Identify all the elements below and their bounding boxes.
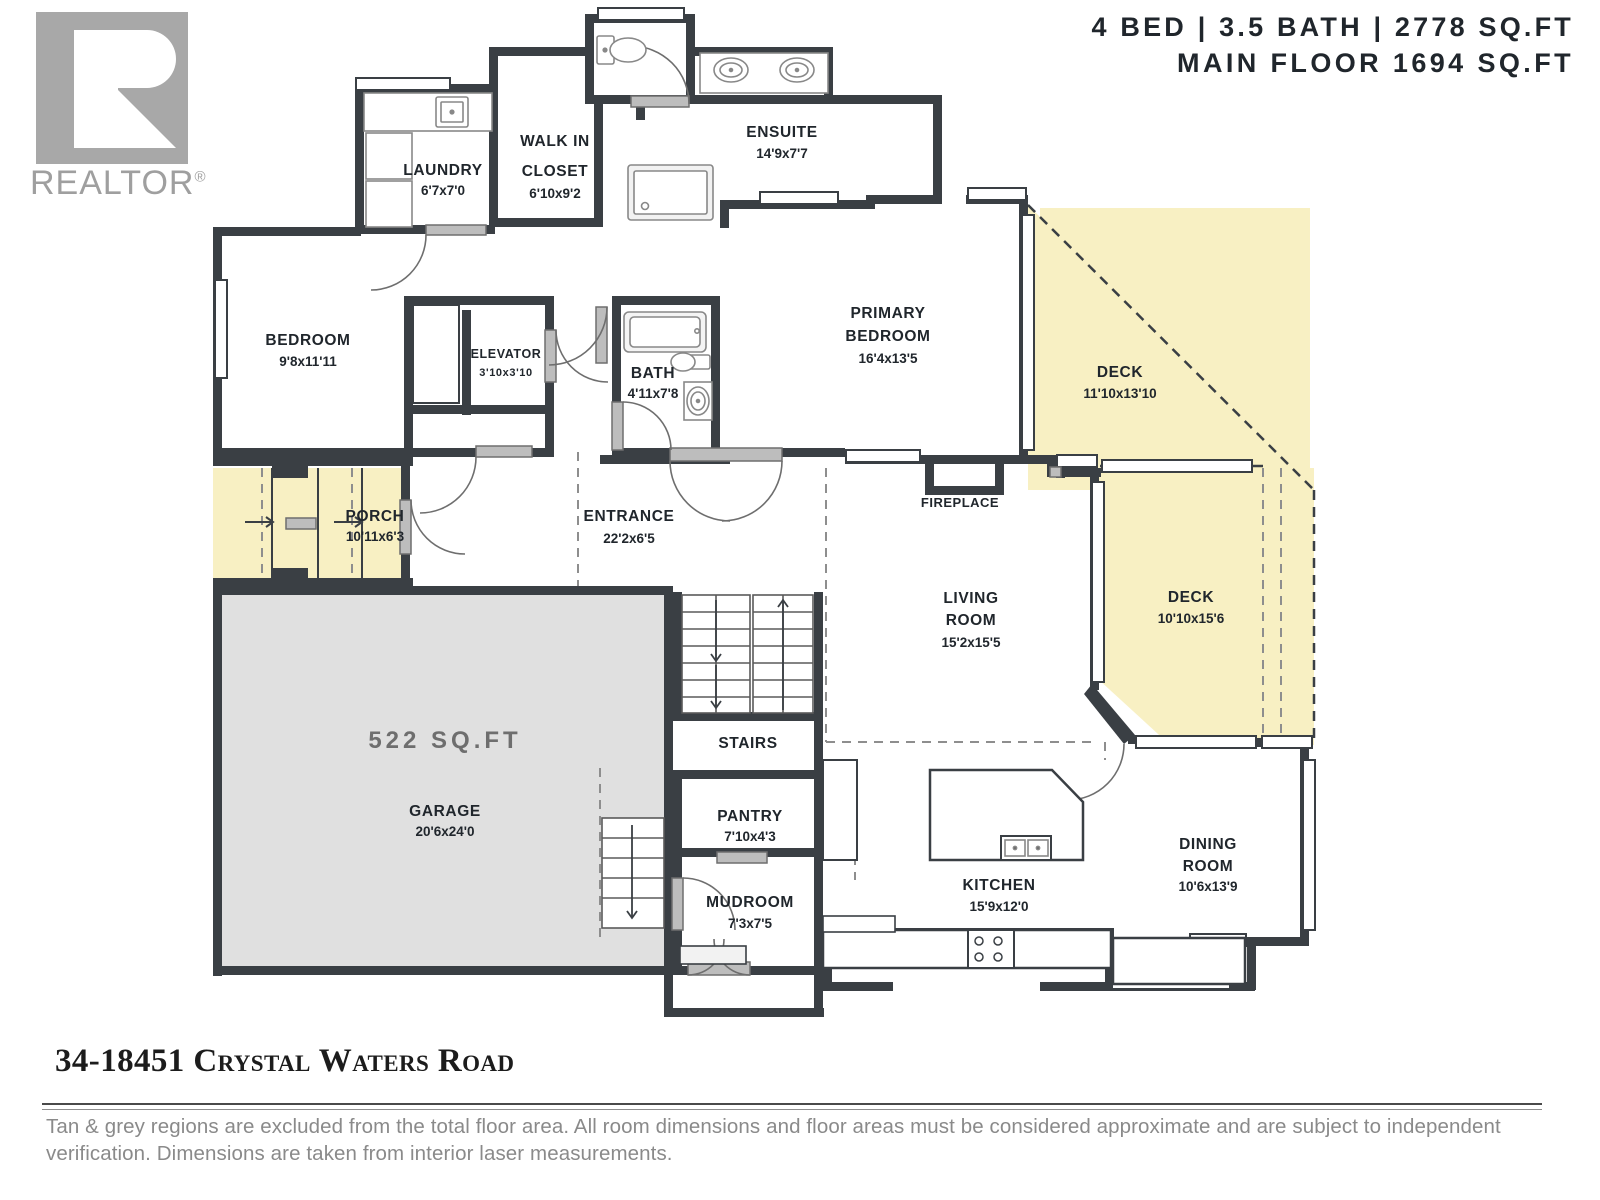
room-labels: LAUNDRY 6'7x7'0 WALK IN CLOSET 6'10x9'2 … bbox=[265, 124, 1237, 931]
bath-toilet-bowl bbox=[670, 352, 696, 372]
room-label-ensuite: ENSUITE bbox=[746, 124, 817, 141]
dryer-icon bbox=[365, 180, 413, 228]
fireplace-label: FIREPLACE bbox=[921, 495, 999, 510]
room-label-bath: BATH bbox=[631, 365, 675, 382]
property-address: 34-18451 Crystal Waters Road bbox=[55, 1043, 515, 1079]
room-label-laundry: LAUNDRY bbox=[403, 162, 482, 179]
room-label-walk-in-closet-2: CLOSET bbox=[522, 163, 588, 180]
fixtures bbox=[363, 35, 1247, 986]
room-label-entrance: ENTRANCE bbox=[584, 508, 675, 525]
room-label-living-room: LIVING bbox=[943, 590, 998, 607]
kitchen-upper-counter bbox=[822, 915, 896, 933]
elevator-cab bbox=[412, 304, 460, 404]
deck-upper-shape bbox=[1028, 205, 1314, 500]
room-dim-pantry: 7'10x4'3 bbox=[724, 829, 776, 844]
room-dim-kitchen: 15'9x12'0 bbox=[970, 899, 1029, 914]
room-label-kitchen: KITCHEN bbox=[962, 877, 1035, 894]
room-label-deck-lower: DECK bbox=[1168, 589, 1215, 606]
deck-lower-fill bbox=[1097, 468, 1314, 745]
room-dim-deck-upper: 11'10x13'10 bbox=[1083, 386, 1156, 401]
room-dim-dining-room: 10'6x13'9 bbox=[1179, 879, 1238, 894]
room-dim-living-room: 15'2x15'5 bbox=[942, 635, 1001, 650]
doors bbox=[285, 45, 1125, 976]
pantry-shelf bbox=[822, 759, 858, 861]
room-label-primary-bedroom-2: BEDROOM bbox=[845, 328, 930, 345]
room-label-mudroom: MUDROOM bbox=[706, 894, 794, 911]
porch-dividers bbox=[271, 468, 363, 586]
realtor-r-bowl bbox=[118, 30, 176, 88]
garage-area-label: 522 SQ.FT bbox=[368, 727, 521, 754]
room-label-garage: GARAGE bbox=[409, 803, 481, 820]
header-main-floor-sqft: MAIN FLOOR 1694 SQ.FT bbox=[1177, 47, 1574, 78]
realtor-r-mark bbox=[36, 12, 188, 164]
room-dim-mudroom: 7'3x7'5 bbox=[728, 916, 772, 931]
room-label-porch: PORCH bbox=[346, 508, 405, 525]
room-label-walk-in-closet: WALK IN bbox=[520, 133, 590, 150]
room-dim-primary-bedroom: 16'4x13'5 bbox=[859, 351, 918, 366]
room-dim-bath: 4'11x7'8 bbox=[628, 386, 679, 401]
room-label-stairs: STAIRS bbox=[718, 735, 777, 752]
realtor-wordmark-text: REALTOR bbox=[30, 164, 195, 202]
dining-cabinet bbox=[1111, 936, 1247, 986]
header-beds-baths-sqft: 4 BED | 3.5 BATH | 2778 SQ.FT bbox=[1091, 12, 1574, 42]
realtor-r-stem bbox=[74, 30, 118, 148]
laundry-counter bbox=[363, 92, 493, 132]
room-dim-laundry: 6'7x7'0 bbox=[421, 183, 465, 198]
realtor-logo: REALTOR® bbox=[28, 12, 218, 207]
excluded-regions bbox=[213, 205, 1318, 973]
cooktop-icon bbox=[967, 929, 1015, 969]
room-dim-porch: 10'11x6'3 bbox=[346, 529, 405, 544]
room-dim-deck-lower: 10'10x15'6 bbox=[1158, 611, 1225, 626]
stair-direction-arrows bbox=[626, 598, 789, 920]
disclaimer-text: Tan & grey regions are excluded from the… bbox=[46, 1115, 1501, 1166]
washer-icon bbox=[365, 132, 413, 180]
realtor-wordmark: REALTOR® bbox=[30, 164, 216, 203]
room-label-dining-room-2: ROOM bbox=[1183, 858, 1234, 875]
header-stats: 4 BED | 3.5 BATH | 2778 SQ.FT MAIN FLOOR… bbox=[1091, 10, 1574, 81]
room-label-dining-room: DINING bbox=[1179, 836, 1237, 853]
registered-trademark-icon: ® bbox=[194, 168, 207, 186]
room-label-living-room-2: ROOM bbox=[946, 612, 997, 629]
garage-fill bbox=[215, 588, 670, 973]
room-label-elevator: ELEVATOR bbox=[471, 347, 542, 361]
room-label-bedroom: BEDROOM bbox=[265, 332, 350, 349]
room-label-primary-bedroom: PRIMARY bbox=[850, 305, 925, 322]
toilet-bowl-icon bbox=[609, 37, 647, 63]
room-dim-elevator: 3'10x3'10 bbox=[479, 367, 532, 379]
room-dim-walk-in-closet: 6'10x9'2 bbox=[529, 186, 580, 201]
room-dim-garage: 20'6x24'0 bbox=[416, 824, 475, 839]
room-dim-bedroom: 9'8x11'11 bbox=[279, 354, 337, 369]
mudroom-bench bbox=[679, 945, 747, 965]
footer-divider bbox=[42, 1103, 1542, 1110]
room-label-deck-upper: DECK bbox=[1097, 364, 1144, 381]
room-dim-ensuite: 14'9x7'7 bbox=[756, 146, 807, 161]
room-label-pantry: PANTRY bbox=[717, 808, 783, 825]
walls bbox=[213, 14, 1310, 1017]
room-dim-entrance: 22'2x6'5 bbox=[603, 531, 655, 546]
